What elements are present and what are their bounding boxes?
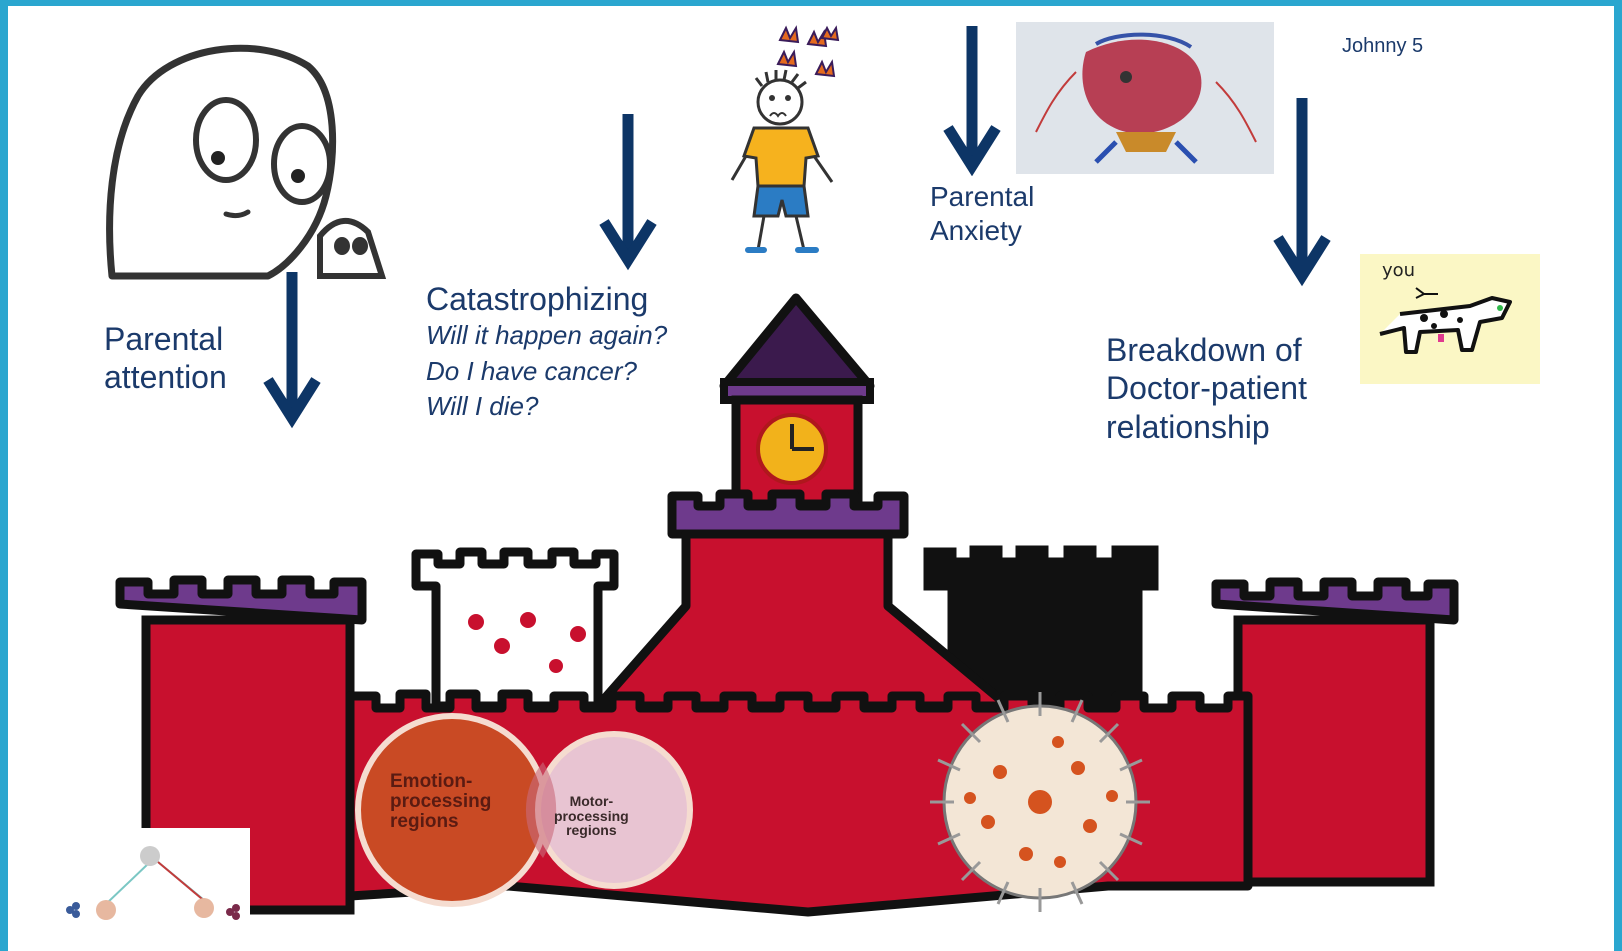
arrow-down-anxiety xyxy=(943,26,1001,176)
catastrophizing-question: Will I die? xyxy=(426,391,539,422)
catastrophizing-question: Will it happen again? xyxy=(426,320,668,351)
cow-card: you xyxy=(1360,254,1540,384)
venn-emotion-line: Emotion- xyxy=(390,771,473,792)
venn-motor-line: processing xyxy=(554,807,629,824)
catastrophizing-question: Do I have cancer? xyxy=(426,355,638,386)
venn-emotion-label: Emotion- processing regions xyxy=(390,772,491,832)
parental-anxiety-line-1: Parental xyxy=(930,181,1035,212)
venn-motor-label: Motor- processing regions xyxy=(554,794,629,838)
venn-motor-line: Motor- xyxy=(569,793,614,809)
arrow-down-attention xyxy=(263,272,321,429)
parental-anxiety-line-2: Anxiety xyxy=(930,214,1022,246)
venn-motor-line: regions xyxy=(566,822,617,839)
catastrophizing-label: Catastrophizing Will it happen again? Do… xyxy=(426,280,667,424)
arrow-down-breakdown xyxy=(1273,98,1331,287)
parental-anxiety-label: Parental Anxiety xyxy=(930,180,1034,247)
child-drawing-photo xyxy=(1016,22,1274,174)
johnny-label: Johnny 5 xyxy=(1342,35,1424,57)
cow-card-text: you xyxy=(1382,260,1416,281)
catastrophizing-title: Catastrophizing xyxy=(426,281,649,317)
breakdown-label: Breakdown of Doctor-patient relationship xyxy=(1106,331,1307,446)
venn-diagram xyxy=(355,713,693,907)
parental-attention-line-2: attention xyxy=(104,359,227,396)
arrow-down-catastrophizing xyxy=(599,114,657,271)
venn-emotion-line: regions xyxy=(390,810,459,832)
stick-figure-drawing xyxy=(730,25,840,253)
parental-attention-line-1: Parental xyxy=(104,321,224,357)
ghost-drawing xyxy=(106,44,387,280)
breakdown-line-1: Breakdown of xyxy=(1106,332,1302,368)
mini-diagram-thumbnail xyxy=(54,828,250,951)
breakdown-line-3: relationship xyxy=(1106,408,1270,445)
slide: you Parental attention Catastrophizin xyxy=(8,6,1614,951)
breakdown-line-2: Doctor-patient xyxy=(1106,370,1307,407)
parental-attention-label: Parental attention xyxy=(104,320,227,397)
venn-emotion-line: processing xyxy=(390,790,492,812)
